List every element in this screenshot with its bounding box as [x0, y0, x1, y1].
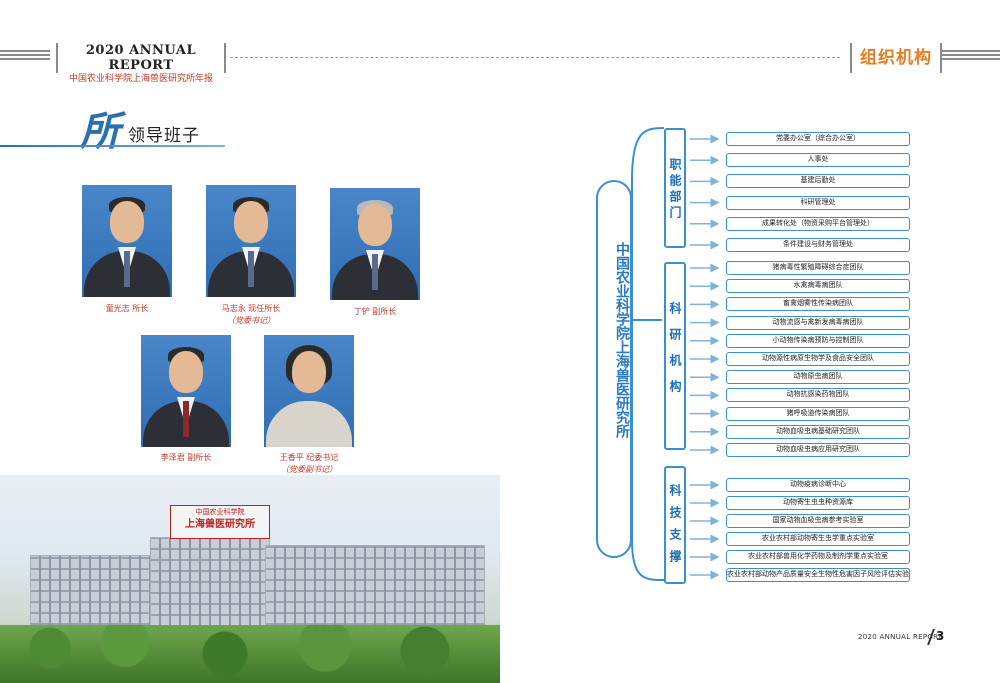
portrait-photo — [264, 335, 354, 447]
org-unit: 农业农村部兽用化学药物及制剂学重点实验室 — [726, 550, 910, 564]
leadership-heading-underline — [0, 145, 225, 147]
building-wing-left — [30, 555, 160, 635]
org-unit: 动物源性病原生物学及食品安全团队 — [726, 352, 910, 366]
org-category-label: 科研机构 — [668, 302, 682, 406]
org-unit: 农业农村部动物产品质量安全生物性危害因子风险评估实验室 — [726, 568, 910, 582]
org-unit: 动物寄生虫虫种资源库 — [726, 496, 910, 510]
org-unit: 农业农村部动物寄生虫学重点实验室 — [726, 532, 910, 546]
portrait-caption: 李泽君 副所长 — [126, 452, 246, 464]
leadership-heading: 所 领导班子 — [68, 105, 228, 155]
org-unit: 动物血吸虫病应用研究团队 — [726, 443, 910, 457]
section-title: 组织机构 — [850, 43, 942, 73]
org-unit: 猪呼吸道传染病团队 — [726, 406, 910, 421]
portrait-name: 童光志 所长 — [105, 304, 149, 313]
trees-foreground — [0, 625, 500, 683]
header-dashed-rule — [230, 57, 840, 58]
org-unit: 猪病毒性繁殖障碍综合症团队 — [726, 261, 910, 275]
portrait-photo — [141, 335, 231, 447]
org-unit: 动物原虫病团队 — [726, 370, 910, 385]
portrait-name: 丁铲 副所长 — [353, 307, 397, 316]
building-tower — [150, 537, 270, 637]
leadership-heading-calligraphy: 所 — [80, 108, 120, 155]
org-root-label: 中国农业科学院上海兽医研究所 — [614, 242, 630, 438]
org-category-functional: 职能部门 — [664, 128, 686, 248]
footer-report: 2020 ANNUAL REPORT — [858, 633, 943, 641]
building-sign-line1: 中国农业科学院 — [195, 508, 245, 516]
leadership-heading-text: 领导班子 — [128, 126, 200, 146]
org-root: 中国农业科学院上海兽医研究所 — [596, 180, 632, 558]
org-category-research: 科研机构 — [664, 262, 686, 450]
org-unit: 动物抗感染药物团队 — [726, 388, 910, 403]
building-wing-right — [265, 545, 485, 635]
building-sign-line2: 上海兽医研究所 — [185, 519, 255, 530]
institute-building-photo: 中国农业科学院 上海兽医研究所 — [0, 475, 500, 683]
org-unit: 条件建设与财务管理处 — [726, 238, 910, 252]
org-unit: 畜禽烟雾性传染病团队 — [726, 297, 910, 312]
org-unit: 科研管理处 — [726, 195, 910, 210]
portrait-photo — [82, 185, 172, 297]
header-left-bars — [0, 50, 50, 62]
org-category-support: 科技支撑 — [664, 466, 686, 584]
org-chart-connectors — [631, 127, 720, 581]
portrait-photo — [330, 188, 420, 300]
org-unit: 动物血吸虫病基础研究团队 — [726, 424, 910, 439]
portrait-name: 李泽君 副所长 — [160, 453, 212, 462]
portrait-subtitle: （党委书记） — [227, 316, 275, 325]
portrait-caption: 王香平 纪委书记 （党委副书记） — [249, 452, 369, 476]
org-unit: 水禽病毒病团队 — [726, 279, 910, 294]
portrait-name: 马志永 现任所长 — [221, 304, 281, 313]
page-number: 3 — [936, 629, 945, 643]
portrait-name: 王香平 纪委书记 — [279, 453, 339, 462]
org-unit: 动物流感与禽新发病毒病团队 — [726, 315, 910, 330]
building-sign: 中国农业科学院 上海兽医研究所 — [170, 505, 270, 539]
org-unit: 动物疫病诊断中心 — [726, 478, 910, 492]
org-unit: 小动物传染病预防与控制团队 — [726, 333, 910, 348]
org-unit: 国家动物血吸虫病参考实验室 — [726, 514, 910, 528]
org-unit: 人事处 — [726, 153, 910, 168]
org-category-label: 科技支撑 — [668, 484, 682, 572]
portrait-subtitle: （党委副书记） — [281, 465, 337, 474]
org-unit: 基建后勤处 — [726, 174, 910, 189]
portrait-caption: 童光志 所长 — [67, 303, 187, 315]
portrait-caption: 马志永 现任所长 （党委书记） — [191, 303, 311, 327]
org-unit: 党委办公室（综合办公室） — [726, 132, 910, 146]
header-right-bars — [942, 50, 1000, 62]
header-title-box: 2020 ANNUAL REPORT 中国农业科学院上海兽医研究所年报 — [56, 43, 226, 84]
header-org-name: 中国农业科学院上海兽医研究所年报 — [68, 74, 213, 84]
header-report-title: 2020 ANNUAL REPORT — [85, 43, 197, 73]
org-category-label: 职能部门 — [668, 158, 682, 222]
portrait-caption: 丁铲 副所长 — [315, 306, 435, 318]
org-unit: 成果转化处（物资采购平台管理处） — [726, 216, 910, 231]
portrait-photo — [206, 185, 296, 297]
